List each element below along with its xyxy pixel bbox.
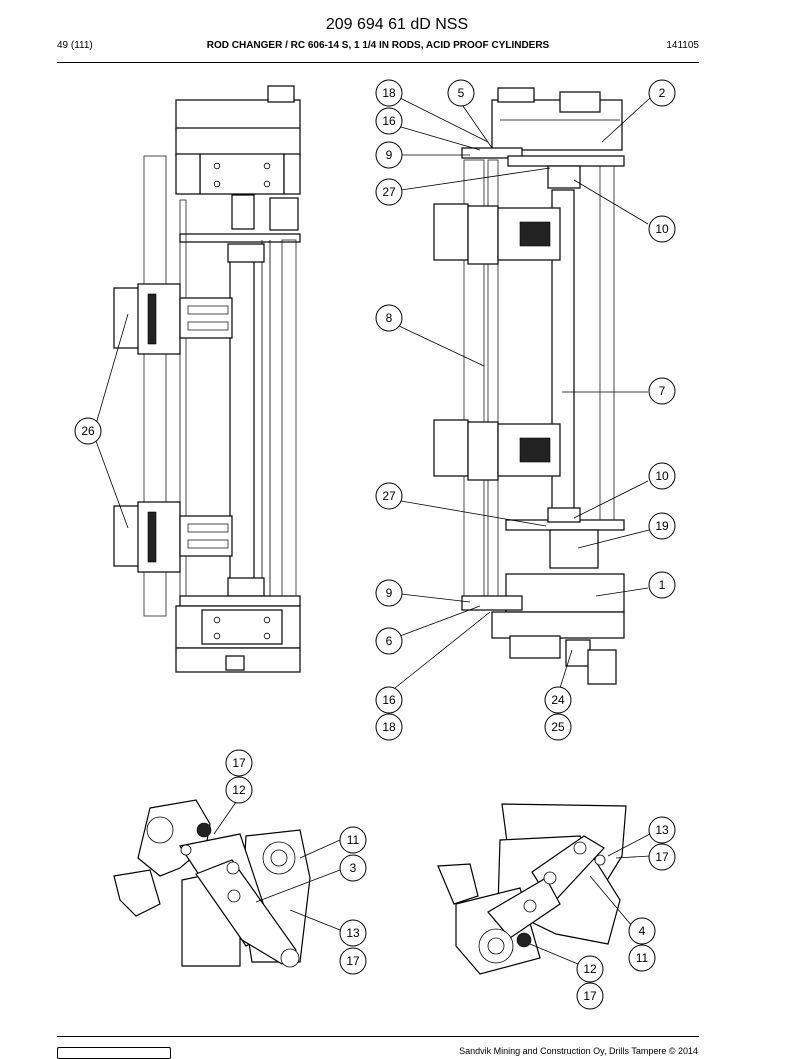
svg-text:16: 16 bbox=[382, 114, 396, 128]
callout-24: 24 bbox=[544, 686, 572, 714]
callout-13-bl: 13 bbox=[339, 919, 367, 947]
callout-11-bl: 11 bbox=[339, 826, 367, 854]
document-number: 209 694 61 dD NSS bbox=[325, 16, 469, 33]
callout-16-top: 16 bbox=[375, 107, 403, 135]
callout-4: 4 bbox=[628, 917, 656, 945]
document-title: ROD CHANGER / RC 606-14 S, 1 1/4 IN RODS… bbox=[206, 40, 550, 51]
callout-18-bottom: 18 bbox=[375, 713, 403, 741]
callout-5: 5 bbox=[447, 79, 475, 107]
svg-text:26: 26 bbox=[81, 424, 95, 438]
right-assembly-view bbox=[433, 87, 625, 685]
callout-8: 8 bbox=[375, 304, 403, 332]
callout-18-top: 18 bbox=[375, 79, 403, 107]
svg-text:17: 17 bbox=[655, 850, 669, 864]
callout-10-top: 10 bbox=[648, 215, 676, 243]
callout-10-bottom: 10 bbox=[648, 462, 676, 490]
callout-3: 3 bbox=[339, 854, 367, 882]
svg-text:17: 17 bbox=[583, 989, 597, 1003]
svg-text:27: 27 bbox=[382, 185, 396, 199]
svg-text:12: 12 bbox=[583, 962, 597, 976]
svg-text:18: 18 bbox=[382, 86, 396, 100]
svg-text:1: 1 bbox=[659, 578, 666, 592]
callout-2: 2 bbox=[648, 79, 676, 107]
svg-text:24: 24 bbox=[551, 693, 565, 707]
svg-text:11: 11 bbox=[347, 833, 360, 847]
callout-13-br: 13 bbox=[648, 816, 676, 844]
svg-text:17: 17 bbox=[232, 756, 246, 770]
left-assembly-view bbox=[113, 85, 301, 673]
callout-7: 7 bbox=[648, 377, 676, 405]
svg-text:12: 12 bbox=[232, 783, 246, 797]
callout-9-bottom: 9 bbox=[375, 579, 403, 607]
svg-text:7: 7 bbox=[659, 384, 666, 398]
svg-text:16: 16 bbox=[382, 693, 396, 707]
footer-copyright: Sandvik Mining and Construction Oy, Dril… bbox=[459, 1046, 698, 1056]
svg-text:13: 13 bbox=[655, 823, 669, 837]
callout-9-top: 9 bbox=[375, 141, 403, 169]
svg-text:9: 9 bbox=[386, 148, 393, 162]
callout-17-bl-bottom: 17 bbox=[339, 947, 367, 975]
svg-text:5: 5 bbox=[458, 86, 465, 100]
svg-text:18: 18 bbox=[382, 720, 396, 734]
callout-17-br-bottom: 17 bbox=[576, 982, 604, 1010]
callout-17-bl-top: 17 bbox=[225, 749, 253, 777]
svg-text:25: 25 bbox=[551, 720, 565, 734]
svg-text:4: 4 bbox=[639, 924, 646, 938]
callout-6: 6 bbox=[375, 627, 403, 655]
page-number: 49 (111) bbox=[57, 40, 93, 51]
callout-12-bl: 12 bbox=[225, 776, 253, 804]
bottom-left-detail bbox=[113, 799, 311, 968]
footer-rule bbox=[57, 1036, 699, 1037]
callout-26: 26 bbox=[74, 417, 102, 445]
callout-1: 1 bbox=[648, 571, 676, 599]
svg-text:19: 19 bbox=[655, 519, 669, 533]
svg-text:13: 13 bbox=[346, 926, 360, 940]
svg-text:9: 9 bbox=[386, 586, 393, 600]
svg-text:6: 6 bbox=[386, 634, 393, 648]
callout-25: 25 bbox=[544, 713, 572, 741]
document-code: 141105 bbox=[666, 40, 699, 51]
callout-12-br: 12 bbox=[576, 955, 604, 983]
callout-17-br-top: 17 bbox=[648, 843, 676, 871]
leader-lines bbox=[95, 97, 651, 965]
svg-text:8: 8 bbox=[386, 311, 393, 325]
callout-11-br: 11 bbox=[628, 944, 656, 972]
svg-text:3: 3 bbox=[350, 861, 357, 875]
svg-text:10: 10 bbox=[655, 222, 669, 236]
svg-text:17: 17 bbox=[346, 954, 360, 968]
svg-text:10: 10 bbox=[655, 469, 669, 483]
callout-27-bottom: 27 bbox=[375, 482, 403, 510]
svg-text:27: 27 bbox=[382, 489, 396, 503]
callout-16-bottom: 16 bbox=[375, 686, 403, 714]
callout-27-top: 27 bbox=[375, 178, 403, 206]
svg-text:2: 2 bbox=[659, 86, 666, 100]
bottom-right-detail bbox=[437, 803, 627, 975]
svg-text:11: 11 bbox=[636, 951, 649, 965]
header-rule bbox=[57, 62, 699, 63]
callout-19: 19 bbox=[648, 512, 676, 540]
